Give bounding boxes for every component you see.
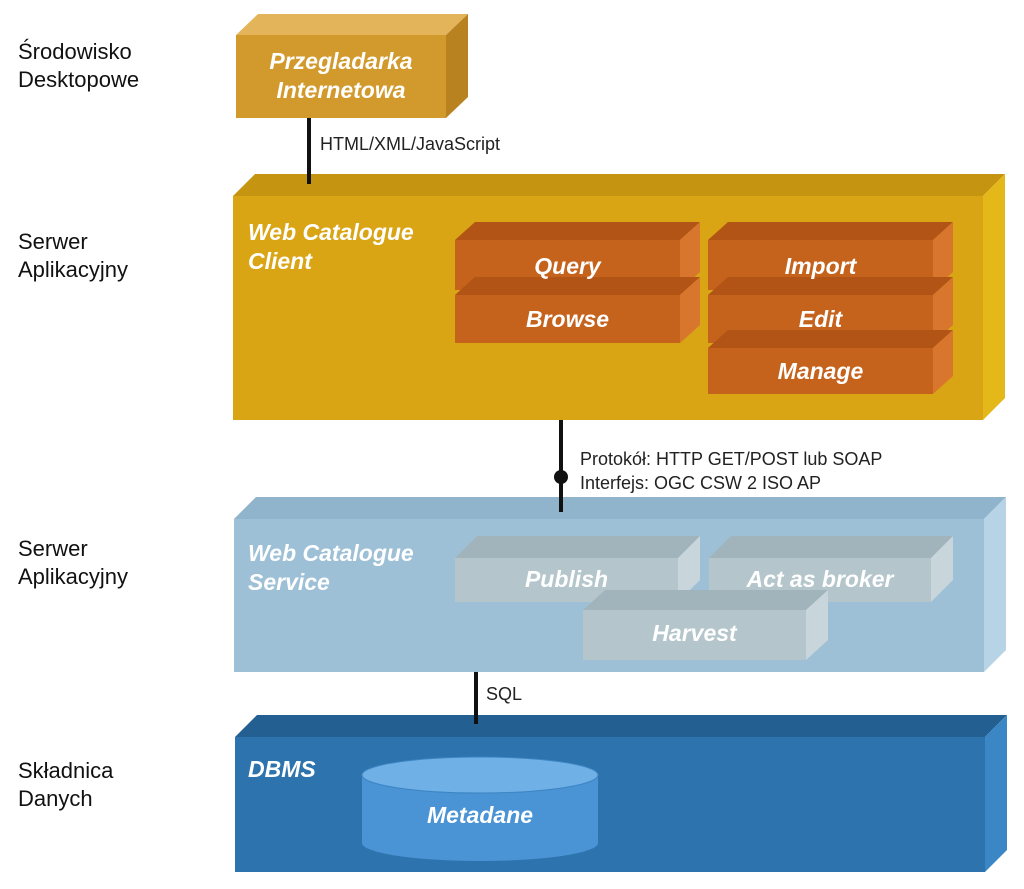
module-label-import: Import xyxy=(784,253,857,279)
client-module-manage xyxy=(708,330,953,394)
layer-label-desktop: Środowisko Desktopowe xyxy=(18,38,139,94)
dbms-box xyxy=(235,715,1007,872)
module-label-manage: Manage xyxy=(777,358,864,384)
dbms-title: DBMS xyxy=(248,756,316,782)
layer-label-line: Desktopowe xyxy=(18,67,140,92)
client-module-browse xyxy=(455,277,700,343)
layer-label-line: Serwer xyxy=(18,536,88,561)
connector-label-html: HTML/XML/JavaScript xyxy=(320,134,501,154)
connector-browser-client xyxy=(307,118,311,184)
layer-label-line: Danych xyxy=(18,786,93,811)
layer-label-line: Serwer xyxy=(18,229,88,254)
client-title-line: Client xyxy=(248,248,312,274)
layer-label-app-server-service: Serwer Aplikacyjny xyxy=(18,535,128,591)
module-label-broker: Act as broker xyxy=(746,566,894,592)
store-label-metadata: Metadane xyxy=(426,802,534,828)
service-title-line: Web Catalogue xyxy=(248,540,414,566)
module-label-harvest: Harvest xyxy=(652,620,737,646)
layer-label-line: Aplikacyjny xyxy=(18,564,129,589)
client-title-line: Web Catalogue xyxy=(248,219,414,245)
module-label-publish: Publish xyxy=(524,566,609,592)
layer-label-data-store: Składnica Danych xyxy=(18,757,113,813)
metadata-cylinder xyxy=(361,756,599,861)
browser-title: Przegladarka Internetowa xyxy=(236,47,446,105)
connector-label-sql: SQL xyxy=(486,684,523,704)
connector-label-protocol: Protokół: HTTP GET/POST lub SOAP xyxy=(580,449,883,469)
layer-label-line: Składnica xyxy=(18,758,114,783)
layer-label-app-server-client: Serwer Aplikacyjny xyxy=(18,228,128,284)
connector-service-dbms xyxy=(474,672,478,724)
module-label-browse: Browse xyxy=(525,306,610,332)
browser-box xyxy=(236,14,468,118)
client-title: Web Catalogue Client xyxy=(248,218,414,276)
service-title-line: Service xyxy=(248,569,330,595)
browser-title-line: Przegladarka xyxy=(269,48,413,74)
module-label-edit: Edit xyxy=(798,306,843,332)
service-module-harvest xyxy=(583,590,828,660)
connector-client-service xyxy=(559,420,563,512)
browser-title-line: Internetowa xyxy=(276,77,406,103)
service-title: Web Catalogue Service xyxy=(248,539,414,597)
module-label-query: Query xyxy=(534,253,601,279)
connector-label-interface: Interfejs: OGC CSW 2 ISO AP xyxy=(580,473,822,493)
layer-label-line: Środowisko xyxy=(18,39,132,64)
layer-label-line: Aplikacyjny xyxy=(18,257,129,282)
